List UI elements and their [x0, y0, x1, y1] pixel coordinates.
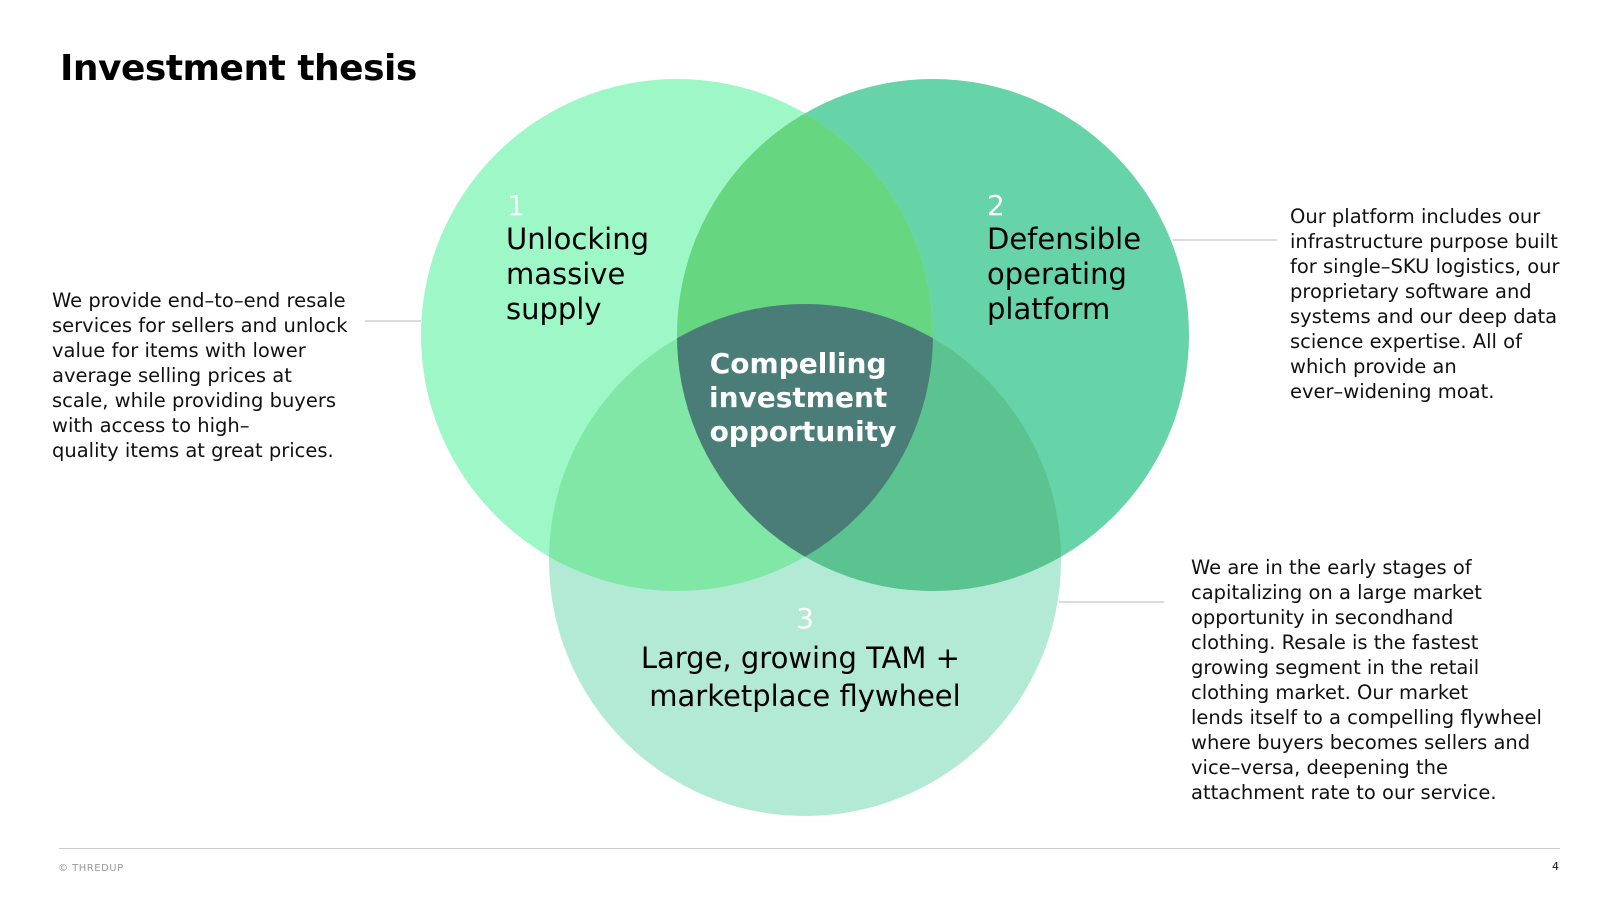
circle-2-label-line: operating [987, 257, 1127, 291]
description-tam: We are in the early stages of capitalizi… [1191, 556, 1542, 804]
circle-3-label-line: Large, growing TAM + [641, 641, 960, 675]
circle-2-label: Defensible operating platform [987, 222, 1150, 326]
footer-copyright: © THREDUP [58, 863, 124, 874]
circle-2-label-line: platform [987, 292, 1110, 326]
circle-1-label-line: Unlocking [506, 222, 649, 256]
footer-divider [59, 848, 1560, 849]
circle-3-number: 3 [796, 602, 814, 635]
circle-3-label-line: marketplace flywheel [649, 679, 960, 713]
center-label-line: Compelling [710, 347, 887, 380]
description-supply: We provide end–to–end resale services fo… [52, 289, 348, 462]
page-title: Investment thesis [60, 48, 417, 89]
circle-1-number: 1 [507, 189, 525, 222]
circle-2-number: 2 [987, 189, 1005, 222]
center-label-line: investment [709, 381, 887, 414]
circle-2-label-line: Defensible [987, 222, 1141, 256]
center-label-line: opportunity [710, 415, 897, 448]
circle-3-label: Large, growing TAM + marketplace flywhee… [641, 641, 969, 713]
circle-1-label-line: supply [506, 292, 602, 326]
page-number: 4 [1552, 860, 1559, 873]
description-platform: Our platform includes our infrastructure… [1290, 205, 1560, 403]
circle-1-label: Unlocking massive supply [506, 222, 658, 326]
circle-1-label-line: massive [506, 257, 625, 291]
center-label: Compelling investment opportunity [709, 347, 897, 448]
